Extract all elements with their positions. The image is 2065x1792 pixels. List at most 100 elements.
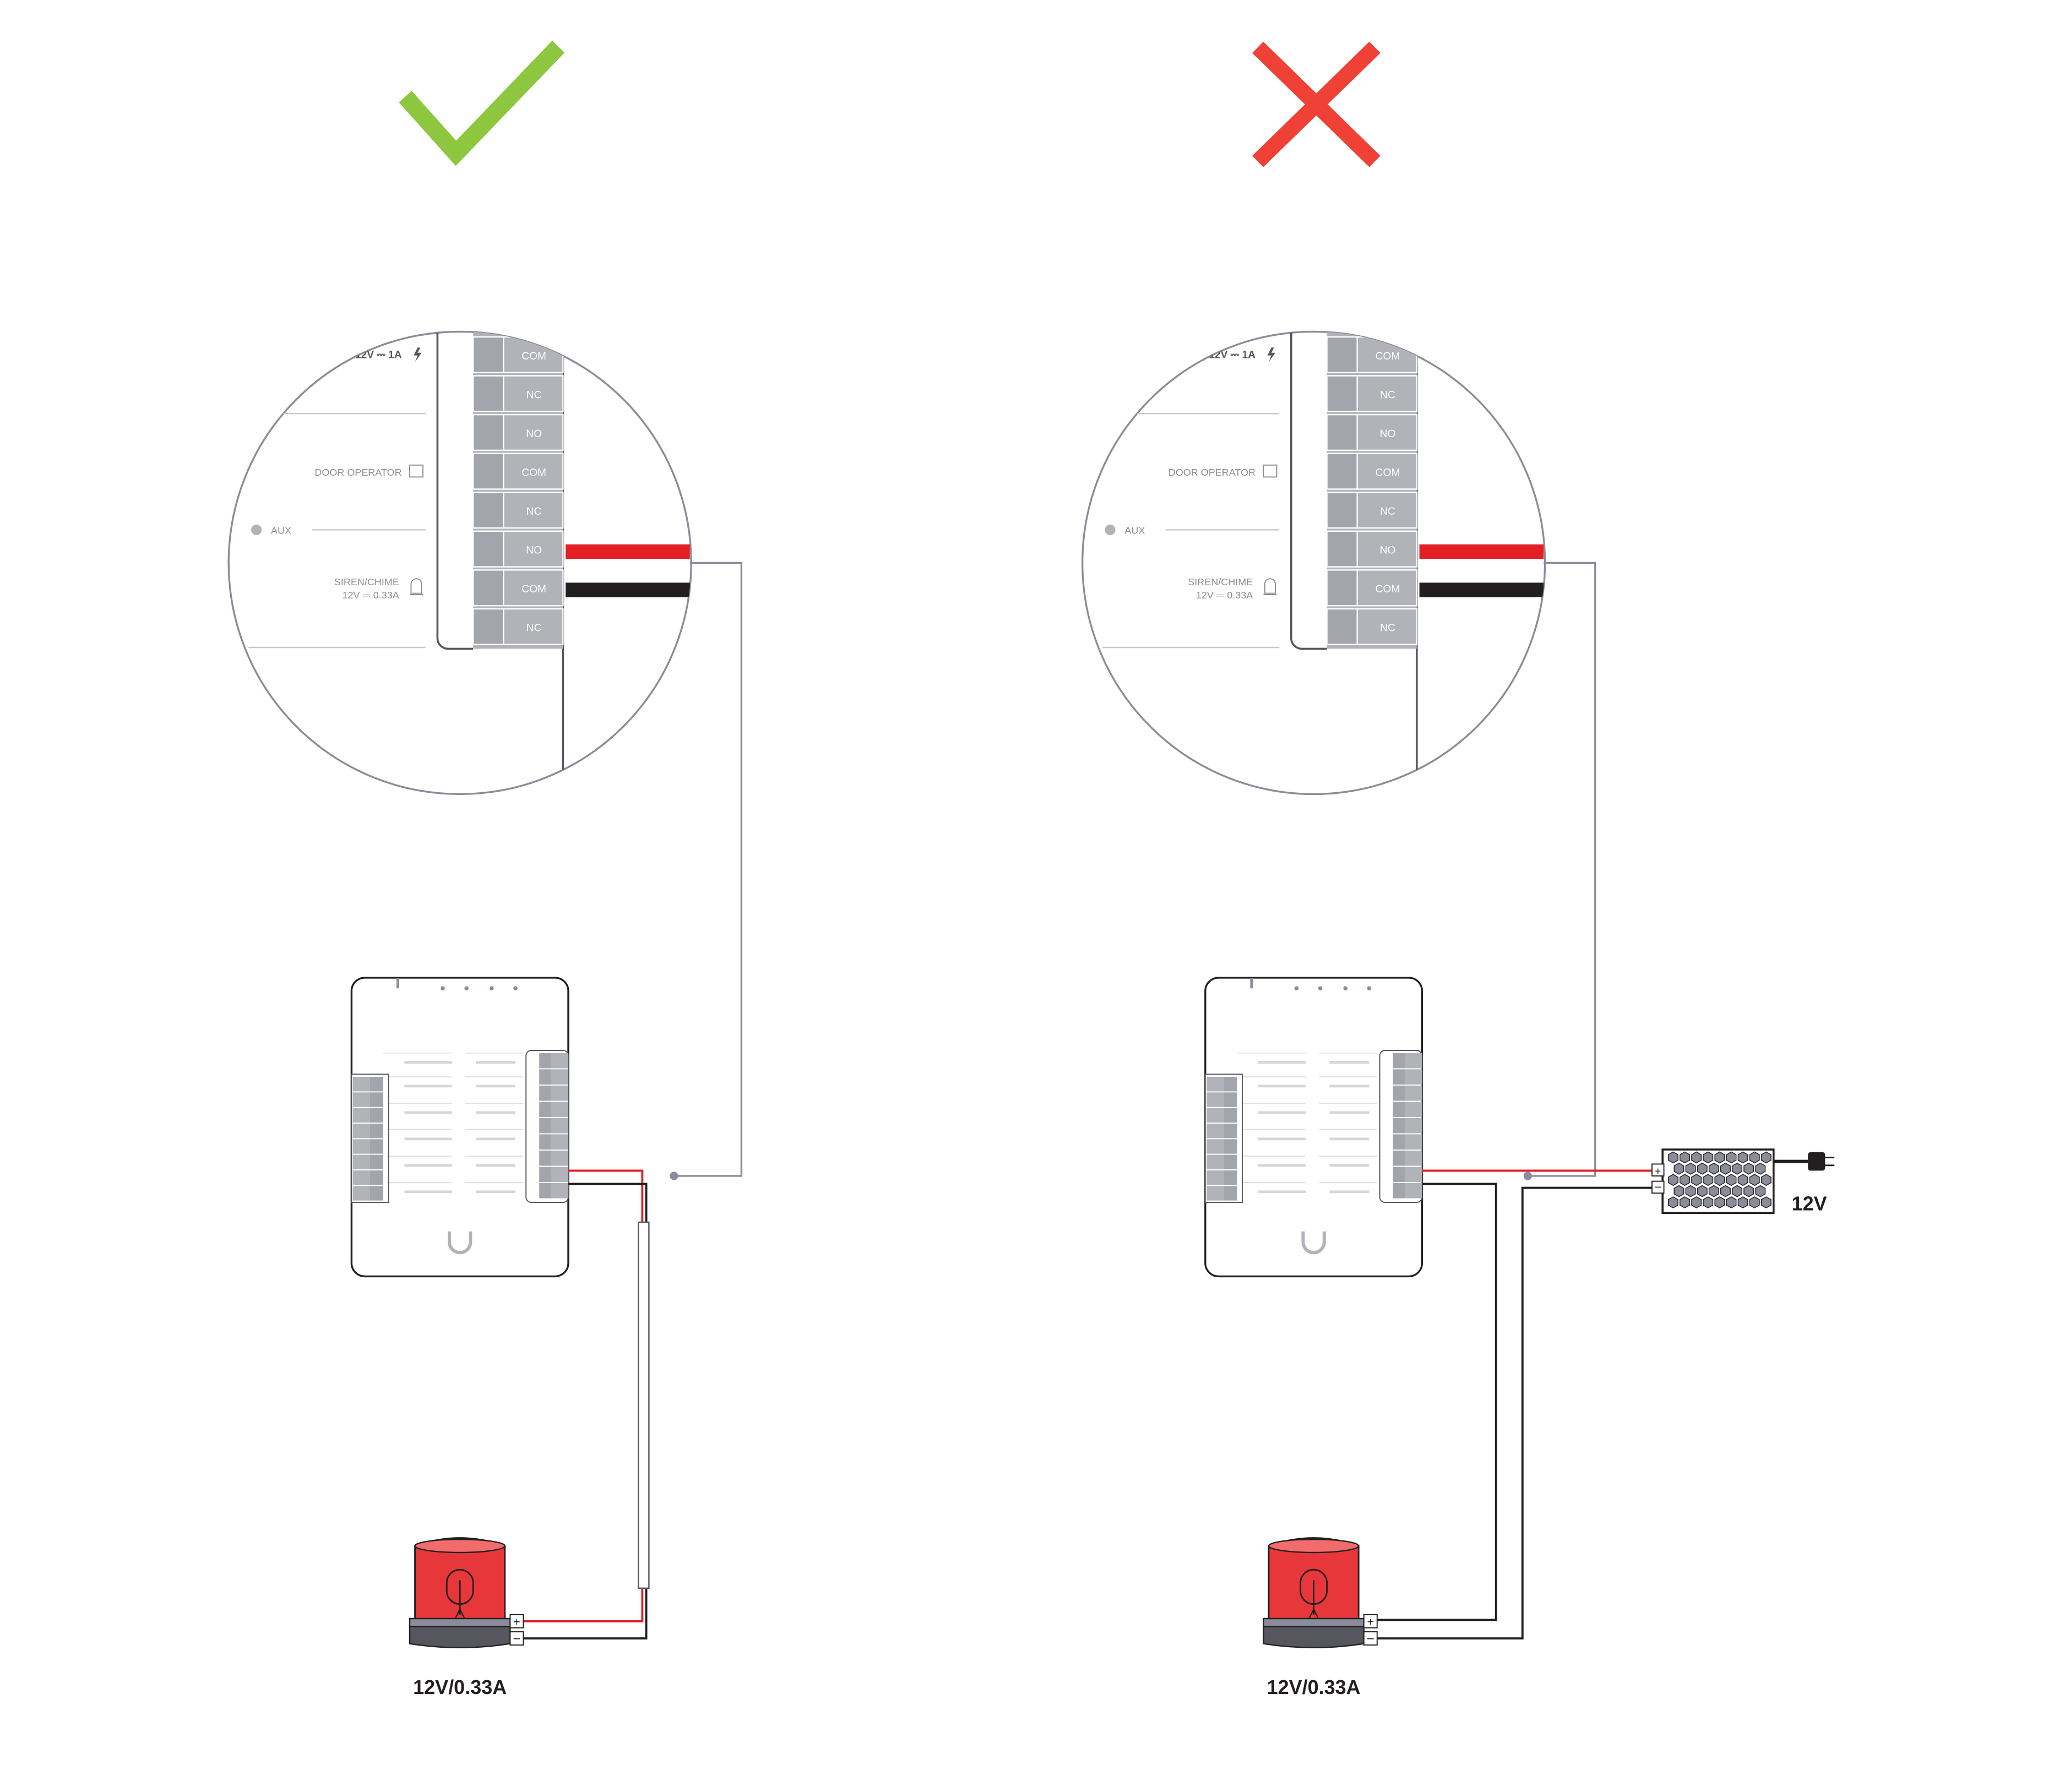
cross-icon: [1252, 41, 1381, 167]
zoom-magnifier: 12V ⎓ 1A DOOR OPERATOR AUX SIREN/CHIME 1…: [1081, 330, 1546, 796]
terminal-label: COM: [521, 351, 546, 362]
terminal-com: COM: [472, 453, 564, 490]
wiring: [1377, 1169, 1658, 1640]
svg-text:+: +: [1655, 1166, 1661, 1178]
aux-led-icon: [1105, 524, 1116, 535]
zoom-leader-line: [674, 562, 743, 1177]
svg-text:+: +: [1367, 1615, 1374, 1628]
lightning-icon: [414, 347, 422, 362]
terminal-com: COM: [472, 336, 564, 373]
terminal-nc: NC: [1326, 375, 1417, 412]
terminal-label: NC: [526, 506, 542, 518]
svg-text:−: −: [513, 1631, 520, 1646]
access-hub: [350, 977, 569, 1278]
black-wire: [1377, 1183, 1497, 1621]
leader-dot: [1523, 1172, 1533, 1180]
terminal-com: COM: [472, 569, 564, 607]
svg-text:−: −: [1654, 1180, 1661, 1194]
red-wire: [1419, 544, 1544, 559]
access-hub: [1204, 977, 1423, 1278]
terminal-label: NC: [526, 623, 542, 634]
siren-chime-label: SIREN/CHIME: [1188, 576, 1253, 587]
status-led-icon: [489, 986, 494, 991]
terminal-com: COM: [1326, 336, 1417, 373]
siren-rating-label: 12V ⎓ 0.33A: [342, 590, 399, 601]
power-plug-icon: [1808, 1152, 1825, 1171]
power-rating-label: 12V ⎓ 1A: [355, 349, 402, 361]
terminal-block: COM NC NO COM NC NO COM NC: [1326, 331, 1417, 649]
status-led-icon: [464, 986, 469, 991]
terminal-nc: NC: [472, 375, 564, 412]
brand-logo-icon: [1301, 1231, 1326, 1255]
terminal-label: COM: [521, 467, 546, 478]
supply-voltage-label: 12V: [1792, 1192, 1827, 1214]
aux-label: AUX: [1124, 525, 1145, 536]
plus-terminal-icon: [509, 1614, 524, 1628]
siren-light: +−: [409, 1537, 524, 1648]
status-led-icon: [441, 986, 445, 991]
svg-text:−: −: [1367, 1631, 1374, 1646]
bell-icon: [1263, 578, 1277, 595]
black-wire: [566, 582, 690, 597]
door-operator-label: DOOR OPERATOR: [314, 467, 401, 478]
black-wire: [1377, 1186, 1658, 1640]
terminal-com: COM: [1326, 569, 1417, 607]
status-led-icon: [1294, 986, 1299, 991]
checkmark-icon: [399, 40, 565, 166]
terminal-block: COM NC NO COM NC NO COM NC: [472, 331, 564, 649]
siren-rating-label: 12V ⎓ 0.33A: [1196, 590, 1253, 601]
status-led-icon: [1367, 986, 1372, 991]
red-wire: [566, 544, 690, 559]
terminal-label: NC: [1380, 389, 1395, 401]
terminal-nc: NC: [472, 608, 564, 645]
device-rating-label: 12V/0.33A: [413, 1676, 507, 1698]
leader-dot: [670, 1172, 678, 1180]
terminal-label: NC: [1380, 506, 1395, 518]
panel-correct: 12V ⎓ 1A DOOR OPERATOR AUX SIREN/CHIME 1…: [227, 40, 743, 1698]
power-supply: + − 12V: [1651, 1148, 1835, 1214]
wiring: [523, 1169, 650, 1640]
terminal-label: NO: [526, 428, 542, 440]
bell-icon: [410, 578, 423, 595]
terminal-label: NC: [1380, 623, 1395, 634]
plus-terminal-icon: [1651, 1163, 1665, 1176]
terminal-no: NO: [472, 530, 564, 568]
brand-logo-icon: [448, 1231, 472, 1255]
svg-text:+: +: [513, 1615, 520, 1628]
device-rating-label: 12V/0.33A: [1267, 1676, 1361, 1698]
plus-terminal-icon: [1363, 1614, 1378, 1628]
terminal-label: COM: [1376, 351, 1400, 362]
door-operator-label: DOOR OPERATOR: [1169, 467, 1256, 478]
power-rating-label: 12V ⎓ 1A: [1209, 349, 1256, 361]
aux-label: AUX: [271, 525, 291, 536]
terminal-label: NO: [1380, 545, 1396, 557]
status-led-icon: [1318, 986, 1323, 991]
terminal-no: NO: [472, 413, 564, 451]
siren-light: +−: [1263, 1537, 1378, 1648]
terminal-no: NO: [1326, 413, 1417, 451]
terminal-label: COM: [1376, 584, 1400, 595]
minus-terminal-icon: [1651, 1180, 1665, 1194]
aux-led-icon: [251, 524, 262, 535]
black-wire: [1419, 582, 1544, 597]
terminal-label: NC: [526, 389, 542, 401]
zoom-magnifier: 12V ⎓ 1A DOOR OPERATOR AUX SIREN/CHIME 1…: [227, 330, 692, 796]
terminal-com: COM: [1326, 453, 1417, 490]
status-led-icon: [513, 986, 518, 991]
panel-incorrect: 12V ⎓ 1A DOOR OPERATOR AUX SIREN/CHIME 1…: [1081, 41, 1835, 1698]
status-led-icon: [1343, 986, 1348, 991]
lightning-icon: [1267, 347, 1275, 362]
terminal-label: NO: [1380, 428, 1396, 440]
door-operator-icon: [409, 464, 423, 478]
minus-terminal-icon: [509, 1631, 524, 1646]
minus-terminal-icon: [1363, 1631, 1378, 1646]
terminal-nc: NC: [1326, 608, 1417, 645]
door-operator-icon: [1263, 464, 1278, 478]
terminal-no: NO: [1326, 530, 1417, 568]
zoom-leader-line: [1528, 562, 1596, 1177]
terminal-label: NO: [526, 545, 542, 557]
terminal-label: COM: [1376, 467, 1400, 478]
terminal-nc: NC: [1326, 492, 1417, 529]
